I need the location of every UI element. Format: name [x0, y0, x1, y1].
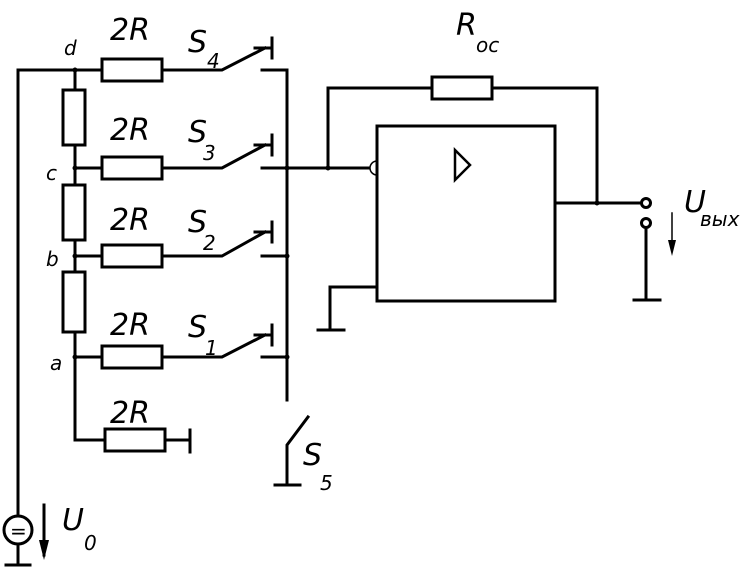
supply-rail — [16, 68, 77, 517]
label-2r-d: 2R — [110, 13, 150, 48]
switch-s5 — [273, 414, 311, 487]
node-b-label: b — [46, 247, 59, 271]
terminating-wire — [73, 428, 192, 454]
output-junction — [594, 200, 600, 206]
switch-s3-contact — [253, 133, 289, 170]
label-s2: S — [188, 205, 207, 240]
label-s4: S — [188, 25, 207, 60]
ladder-resistor-cb — [61, 183, 87, 242]
label-s4-sub: 4 — [207, 49, 220, 73]
label-s5: S — [303, 438, 322, 473]
label-uout: U — [684, 185, 706, 220]
resistor-2r-b — [100, 243, 164, 269]
resistor-roc — [430, 75, 494, 101]
label-uout-sub: вых — [700, 207, 740, 231]
resistor-2r-c — [100, 155, 164, 181]
branch-a-wire — [73, 332, 268, 359]
label-s3-sub: 3 — [203, 141, 216, 165]
label-s5-sub: 5 — [320, 471, 333, 495]
label-2r-b: 2R — [110, 203, 150, 238]
ladder-resistor-ba — [61, 270, 87, 334]
label-2r-a: 2R — [110, 308, 150, 343]
label-roc: R — [456, 8, 477, 43]
label-2r-terminating: 2R — [110, 396, 150, 431]
resistor-2r-terminating — [103, 427, 167, 453]
node-a-label: a — [50, 351, 62, 375]
branch-d-wire — [73, 45, 268, 72]
source-ground — [4, 542, 32, 567]
label-s1-sub: 1 — [205, 336, 218, 360]
feedback-wire — [326, 86, 599, 205]
label-s2-sub: 2 — [203, 231, 216, 255]
u0-subscript: 0 — [84, 531, 97, 555]
label-roc-sub: ос — [476, 33, 499, 57]
node-c-label: c — [46, 161, 57, 185]
u0-arrowhead — [39, 540, 49, 560]
branch-b-wire — [73, 229, 268, 258]
resistor-2r-a — [100, 344, 164, 370]
branch-c-wire — [73, 142, 268, 170]
label-2r-c: 2R — [110, 113, 150, 148]
u0-label: U — [62, 503, 84, 538]
switch-s1-contact — [253, 323, 289, 359]
output-ground — [632, 226, 662, 302]
switch-s4-contact — [253, 36, 289, 72]
switch-s2-contact — [253, 220, 289, 258]
output-ground-terminal — [640, 217, 652, 229]
bus-junction-b — [284, 253, 290, 259]
op-amp-noninv-ground — [316, 285, 379, 332]
uout-arrowhead — [668, 240, 676, 256]
node-d-label: d — [64, 36, 77, 60]
source-symbol: = — [10, 519, 27, 543]
ladder-resistor-dc — [61, 88, 87, 147]
op-amp-body — [375, 124, 557, 303]
label-s1: S — [188, 310, 207, 345]
bus-junction-a — [284, 354, 290, 360]
output-terminal — [640, 197, 652, 209]
resistor-2r-d — [100, 57, 164, 83]
op-amp-triangle-icon — [453, 146, 472, 184]
label-s3: S — [188, 115, 207, 150]
